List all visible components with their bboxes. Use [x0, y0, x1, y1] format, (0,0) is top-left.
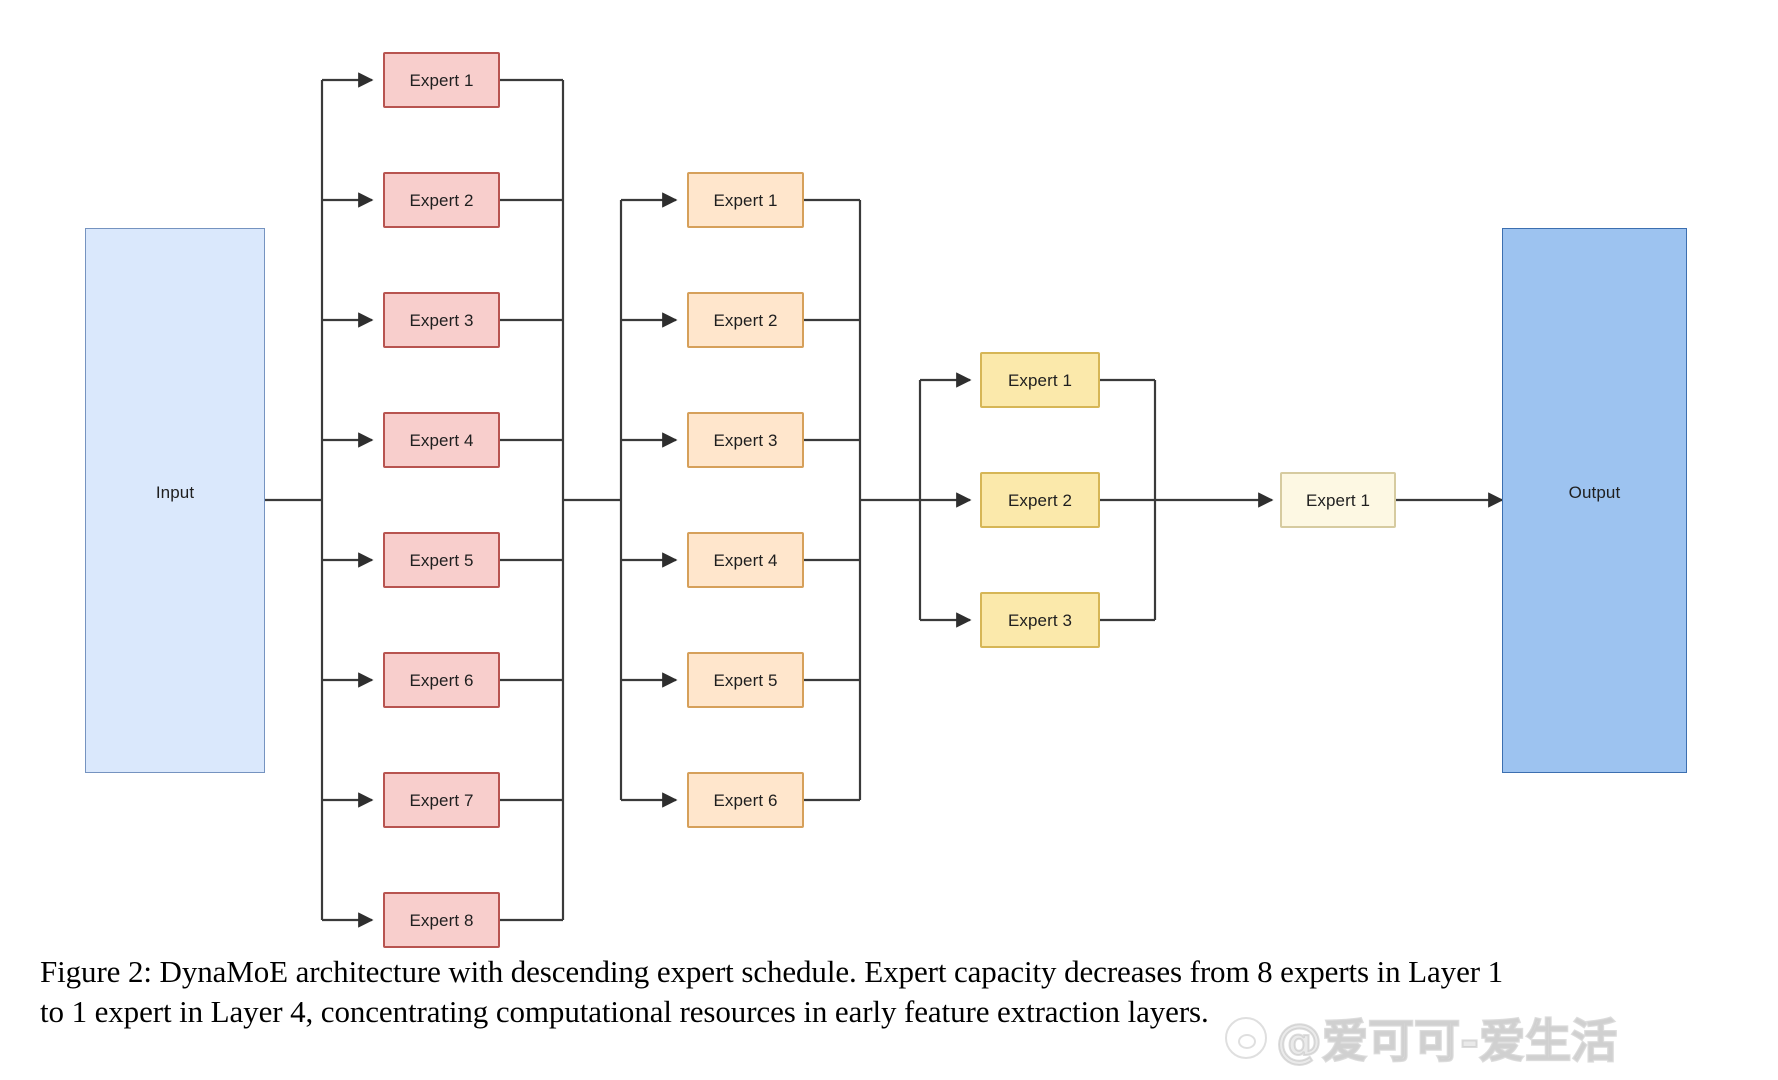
layer-2-expert-2[interactable]: Expert 2: [687, 292, 804, 348]
layer-2-expert-3[interactable]: Expert 3: [687, 412, 804, 468]
output-node: Output: [1502, 228, 1687, 773]
layer-2-expert-6-label: Expert 6: [713, 790, 778, 810]
layer-1-expert-3[interactable]: Expert 3: [383, 292, 500, 348]
layer-3-expert-1[interactable]: Expert 1: [980, 352, 1100, 408]
layer-2-expert-1[interactable]: Expert 1: [687, 172, 804, 228]
layer-1-expert-1[interactable]: Expert 1: [383, 52, 500, 108]
layer-1-expert-6-label: Expert 6: [409, 670, 474, 690]
layer-3-expert-3[interactable]: Expert 3: [980, 592, 1100, 648]
layer-2-expert-4[interactable]: Expert 4: [687, 532, 804, 588]
layer-2-expert-6[interactable]: Expert 6: [687, 772, 804, 828]
layer-1-expert-4-label: Expert 4: [409, 430, 474, 450]
layer-1-expert-2-label: Expert 2: [409, 190, 474, 210]
figure-caption-line-1: Figure 2: DynaMoE architecture with desc…: [40, 954, 1504, 989]
layer-3-expert-3-label: Expert 3: [1007, 610, 1073, 630]
input-node: Input: [85, 228, 265, 773]
layer-2-expert-3-label: Expert 3: [713, 430, 778, 450]
output-node-label: Output: [1568, 483, 1621, 502]
layer-1-expert-4[interactable]: Expert 4: [383, 412, 500, 468]
layer-2-expert-4-label: Expert 4: [713, 550, 778, 570]
layer-1-expert-7-label: Expert 7: [409, 790, 474, 810]
layer-2-expert-1-label: Expert 1: [713, 190, 778, 210]
dynamoe-architecture-diagram: Input Expert 1 Expert 2 Expert 3 Expert …: [85, 52, 1687, 948]
layer-3-expert-2[interactable]: Expert 2: [980, 472, 1100, 528]
layer-2-expert-5-label: Expert 5: [713, 670, 778, 690]
layer-3-expert-2-label: Expert 2: [1007, 490, 1073, 510]
layer-1-expert-1-label: Expert 1: [409, 70, 474, 90]
layer-1-expert-8-label: Expert 8: [409, 910, 474, 930]
layer-4-expert-1[interactable]: Expert 1: [1280, 472, 1396, 528]
layer-1-expert-6[interactable]: Expert 6: [383, 652, 500, 708]
layer-4-expert-1-label: Expert 1: [1305, 490, 1371, 510]
figure-caption-line-2: to 1 expert in Layer 4, concentrating co…: [40, 994, 1209, 1030]
layer-1-expert-3-label: Expert 3: [409, 310, 474, 330]
figure-caption: Figure 2: DynaMoE architecture with desc…: [40, 952, 1740, 1033]
layer-1-expert-8[interactable]: Expert 8: [383, 892, 500, 948]
layer-2-expert-5[interactable]: Expert 5: [687, 652, 804, 708]
input-node-label: Input: [155, 483, 195, 502]
layer-3-expert-1-label: Expert 1: [1007, 370, 1073, 390]
layer-2-expert-2-label: Expert 2: [713, 310, 778, 330]
layer-1-expert-5-label: Expert 5: [409, 550, 474, 570]
layer-1-expert-7[interactable]: Expert 7: [383, 772, 500, 828]
layer-1-expert-2[interactable]: Expert 2: [383, 172, 500, 228]
layer-1-expert-5[interactable]: Expert 5: [383, 532, 500, 588]
